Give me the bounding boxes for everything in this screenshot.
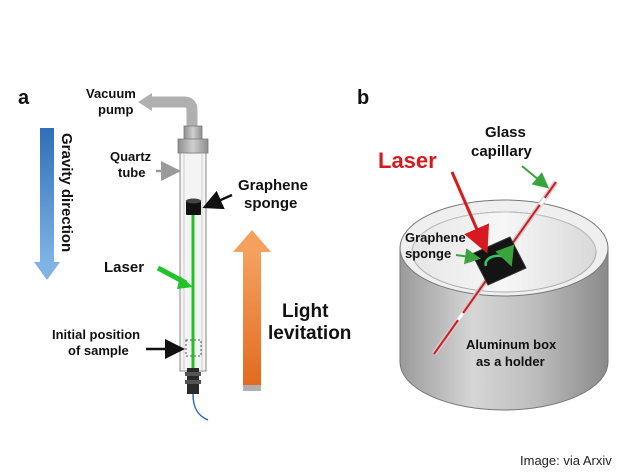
tube-connector	[177, 125, 209, 154]
image-credit: Image: via Arxiv	[520, 453, 612, 468]
quartz-label-line1: Quartz	[110, 149, 152, 164]
initial-label-line2: of sample	[68, 343, 129, 358]
laser-label-a: Laser	[104, 259, 144, 276]
gravity-label: Gravity direction	[58, 133, 75, 252]
initial-label-line1: Initial position	[52, 327, 140, 342]
vacuum-pipe	[138, 93, 198, 128]
aluminum-label-line2: as a holder	[476, 354, 545, 369]
panel-a-letter: a	[18, 87, 30, 109]
graphene-arrow-b	[455, 248, 481, 265]
aluminum-label-line1: Aluminum box	[466, 337, 557, 352]
laser-fiber-connector	[185, 368, 209, 421]
graphene-label-a-line1: Graphene	[238, 177, 308, 194]
glass-label-line2: capillary	[471, 143, 533, 160]
vacuum-label-line1: Vacuum	[86, 86, 136, 101]
graphene-label-b-line2: sponge	[405, 246, 451, 261]
graphene-arrow-a	[202, 190, 233, 210]
vacuum-label-line2: pump	[98, 102, 133, 117]
graphene-sponge-a	[186, 198, 201, 215]
levitation-arrow	[233, 230, 271, 391]
light-label-line2: levitation	[268, 323, 351, 344]
laser-beam-b	[450, 171, 490, 254]
light-label-line1: Light	[282, 301, 329, 322]
panel-b-letter: b	[357, 87, 369, 109]
laser-label-b: Laser	[378, 148, 437, 173]
initial-sample-outline	[185, 339, 202, 357]
graphene-label-a-line2: sponge	[244, 195, 297, 212]
gravity-arrow	[34, 128, 60, 280]
quartz-label-line2: tube	[118, 165, 145, 180]
glass-label-line1: Glass	[485, 124, 526, 141]
graphene-label-b-line1: Graphene	[405, 230, 466, 245]
glass-arrow	[521, 165, 550, 189]
laser-pointer-a-head	[177, 276, 193, 289]
